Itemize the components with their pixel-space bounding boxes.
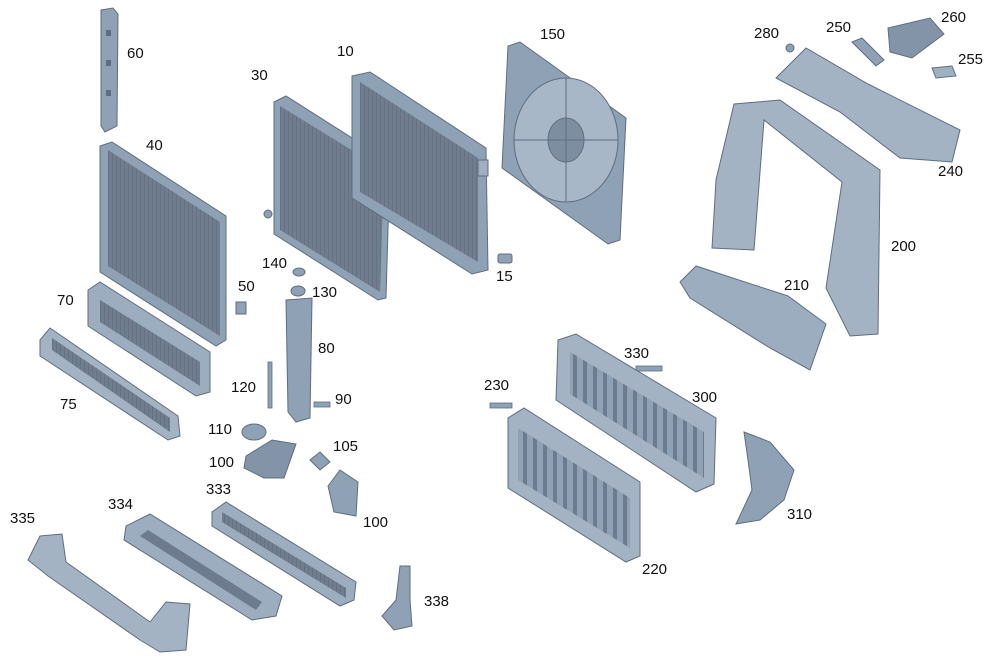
callout-200: 200 [891, 238, 917, 255]
callout-255: 255 [958, 51, 984, 68]
callout-338: 338 [424, 593, 450, 610]
part-75-auxiliary-cooler [39, 327, 181, 441]
part-250-bracket [851, 37, 885, 67]
part-280-clip [785, 43, 795, 53]
part-200-air-duct-frame [711, 99, 881, 337]
part-334-frame [123, 513, 283, 621]
part-70-charge-air-cooler [87, 281, 211, 397]
callout-75: 75 [60, 396, 77, 413]
part-80-coolant-bracket [285, 297, 313, 423]
part-220-lower-shutter [507, 407, 641, 563]
callout-310: 310 [787, 506, 813, 523]
part-210-lower-air-guide [679, 265, 827, 371]
callout-130: 130 [312, 284, 338, 301]
callout-90: 90 [335, 391, 352, 408]
part-10-radiator-rear [351, 71, 489, 275]
part-105-holder [309, 451, 331, 471]
callout-120: 120 [231, 379, 257, 396]
part-130-cap [290, 285, 306, 297]
part-300-air-shutter-frame [555, 333, 717, 493]
callout-260: 260 [941, 9, 967, 26]
callout-110: 110 [208, 421, 232, 438]
callout-240: 240 [938, 163, 964, 180]
part-15-sensor [497, 253, 513, 264]
part-330-bolt [635, 365, 663, 372]
callout-10: 10 [337, 43, 354, 60]
part-140-cap [292, 267, 306, 277]
part-310-air-deflector [735, 431, 795, 525]
callout-140: 140 [262, 255, 288, 272]
part-50-clip [235, 301, 247, 315]
part-120-bolt [267, 361, 273, 409]
part-100-lower-bracket [327, 469, 359, 517]
callout-250: 250 [826, 19, 852, 36]
callout-210: 210 [784, 277, 810, 294]
part-335-bumper-support [27, 533, 191, 653]
part-333-cooler [211, 501, 357, 607]
part-338-bracket [381, 565, 413, 631]
callout-220: 220 [642, 561, 668, 578]
callout-334: 334 [108, 496, 134, 513]
part-260-cover [887, 17, 945, 59]
callout-70: 70 [57, 292, 74, 309]
callout-280: 280 [754, 25, 780, 42]
callout-80: 80 [318, 340, 335, 357]
callout-150: 150 [540, 26, 566, 43]
part-100-upper-bracket [243, 439, 297, 479]
callout-333: 333 [206, 481, 232, 498]
part-110-mount [241, 423, 267, 441]
callout-330: 330 [624, 345, 650, 362]
callout-300: 300 [692, 389, 718, 406]
callout-105: 105 [333, 438, 359, 455]
callout-40: 40 [146, 137, 163, 154]
callout-335: 335 [10, 510, 36, 527]
callout-50: 50 [238, 278, 255, 295]
callout-100-upper: 100 [209, 454, 235, 471]
part-150-fan-shroud [501, 41, 627, 245]
part-240-upper-air-guide [775, 47, 961, 163]
part-255-pad [931, 65, 957, 79]
part-90-screw [313, 401, 331, 408]
callout-100-lower: 100 [363, 514, 389, 531]
callout-60: 60 [127, 45, 144, 62]
part-60-vertical-bracket [100, 7, 119, 133]
part-230-bolt [489, 402, 513, 409]
callout-30: 30 [251, 67, 268, 84]
callout-15: 15 [496, 268, 513, 285]
callout-230: 230 [484, 377, 510, 394]
part-40-condenser [99, 141, 227, 347]
